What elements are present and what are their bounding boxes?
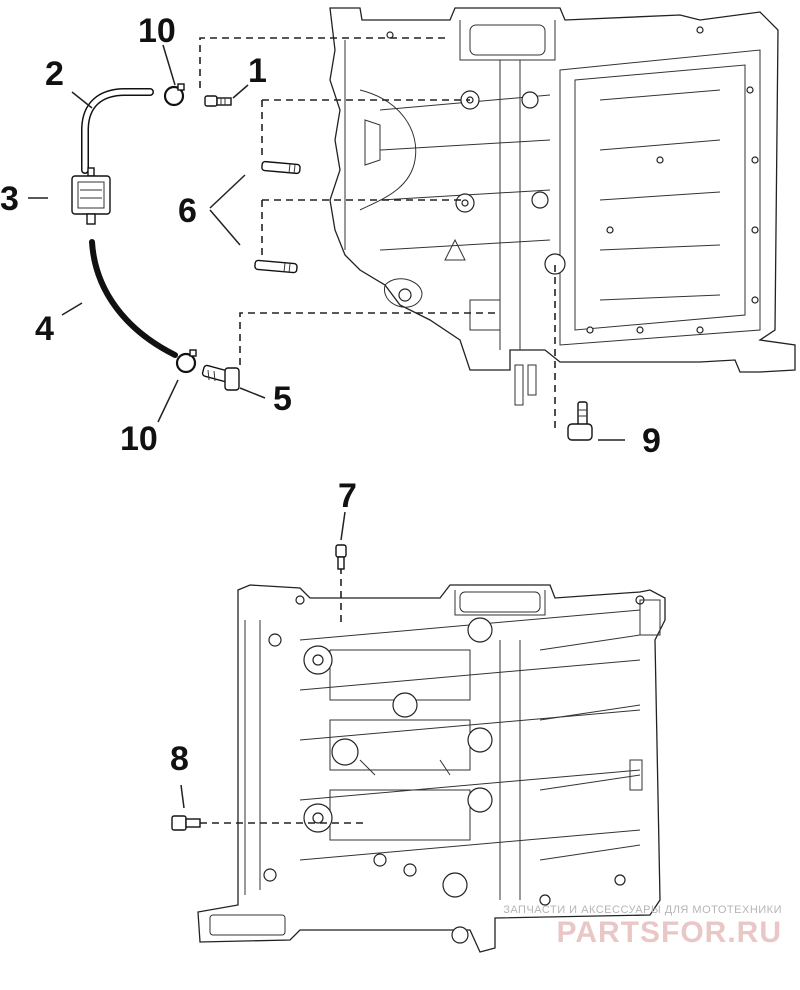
part-4-hose bbox=[89, 239, 178, 358]
watermark-logo: PARTSFOR.RU bbox=[556, 916, 782, 949]
callout-1: 1 bbox=[248, 52, 267, 90]
callout-3: 3 bbox=[0, 180, 19, 218]
part-1-fitting bbox=[204, 95, 232, 107]
watermark: ЗАПЧАСТИ И АКСЕССУАРЫ ДЛЯ МОТОТЕХНИКИ PA… bbox=[503, 904, 782, 950]
assembly-lines bbox=[199, 37, 556, 824]
callout-5: 5 bbox=[273, 380, 292, 418]
callout-10-lower: 10 bbox=[120, 420, 158, 458]
part-8-fitting bbox=[171, 815, 201, 831]
watermark-subtitle: ЗАПЧАСТИ И АКСЕССУАРЫ ДЛЯ МОТОТЕХНИКИ bbox=[503, 904, 782, 916]
callout-9: 9 bbox=[642, 422, 661, 460]
callout-10-upper: 10 bbox=[138, 12, 176, 50]
part-10-clamp-lower bbox=[175, 349, 197, 374]
part-5-elbow-fitting bbox=[201, 364, 240, 391]
leader-lines bbox=[28, 44, 625, 809]
part-6-studs bbox=[254, 160, 301, 274]
part-2-hose bbox=[81, 88, 154, 174]
callout-8: 8 bbox=[170, 740, 189, 778]
callout-6: 6 bbox=[178, 192, 197, 230]
part-9-elbow-fitting bbox=[567, 401, 593, 441]
callout-7: 7 bbox=[338, 477, 357, 515]
lower-cylinder-block bbox=[197, 584, 666, 953]
upper-cylinder-block bbox=[329, 7, 796, 406]
part-7-fitting bbox=[335, 544, 347, 570]
callout-2: 2 bbox=[45, 55, 64, 93]
callout-4: 4 bbox=[35, 310, 54, 348]
part-3-filter bbox=[71, 167, 111, 225]
part-10-clamp-upper bbox=[163, 83, 185, 107]
